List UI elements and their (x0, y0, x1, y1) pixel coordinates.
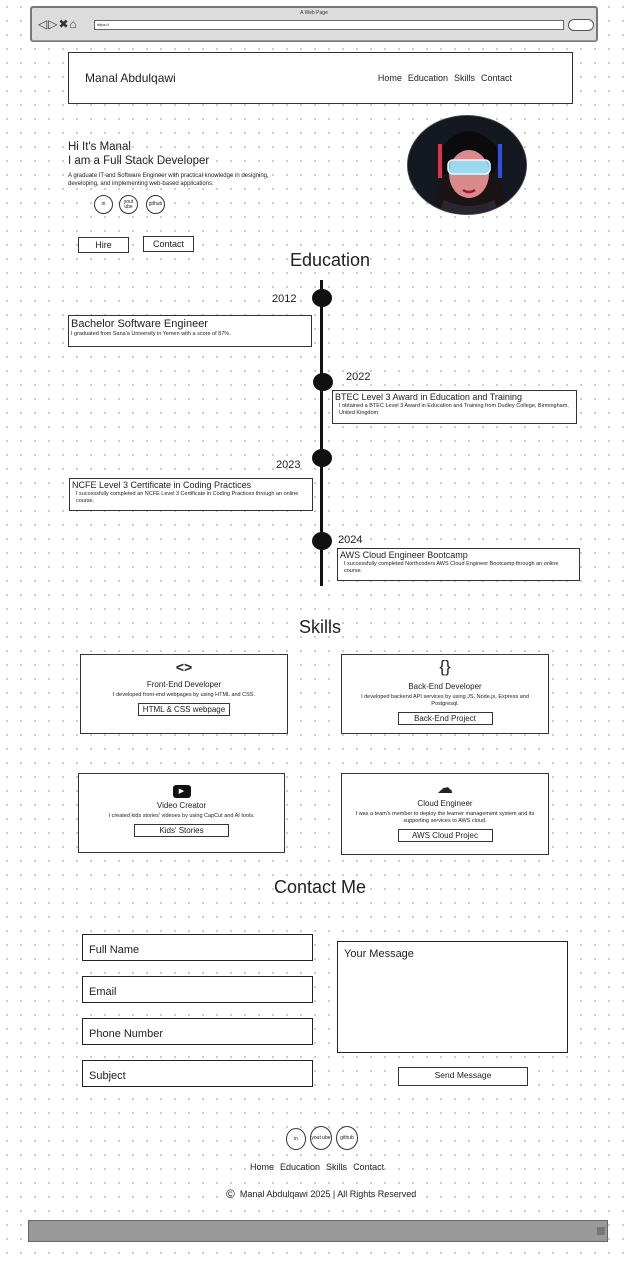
edu-year-2023: 2023 (276, 459, 301, 471)
skill-desc: I developed backend API services by usin… (361, 694, 529, 707)
braces-icon: {} (439, 657, 451, 676)
footer-nav-home[interactable]: Home (250, 1162, 275, 1172)
avatar (407, 115, 527, 215)
skill-card-video: ▶ Video Creator I created kids stories' … (78, 773, 285, 853)
skill-desc: I was a team's member to deploy the lear… (355, 811, 535, 824)
linkedin-icon[interactable]: in (94, 195, 113, 214)
footer-nav-contact[interactable]: Contact (353, 1162, 385, 1172)
youtube-icon: ▶ (79, 780, 284, 798)
footer-nav-skills[interactable]: Skills (326, 1162, 348, 1172)
frontend-project-button[interactable]: HTML & CSS webpage (137, 703, 231, 716)
timeline-dot (312, 289, 332, 307)
brand-name: Manal Abdulqawi (85, 71, 176, 85)
timeline-dot (313, 373, 333, 391)
edu-text: I successfully completed an NCFE Level 3… (76, 491, 299, 504)
youtube-icon[interactable]: yout ube (310, 1126, 332, 1150)
window-title: A Web Page (300, 10, 328, 16)
search-icon[interactable] (568, 19, 594, 31)
skill-name: Video Creator (156, 801, 207, 810)
edu-year-2022: 2022 (346, 371, 371, 383)
chrome-divider (32, 40, 596, 41)
skill-name: Front-End Developer (146, 680, 222, 689)
skill-desc: I created kids stories' videoes by using… (108, 813, 255, 819)
timeline-dot (312, 449, 332, 467)
timeline-dot (312, 532, 332, 550)
edu-title: AWS Cloud Engineer Bootcamp (340, 550, 468, 560)
nav-education[interactable]: Education (407, 73, 448, 83)
edu-title: NCFE Level 3 Certificate in Coding Pract… (72, 480, 252, 490)
linkedin-icon[interactable]: in (286, 1128, 306, 1150)
header-nav: Home Education Skills Contact (378, 73, 512, 83)
browser-window: A Web Page ◁▷✖⌂ https:// (30, 6, 598, 42)
nav-skills[interactable]: Skills (453, 73, 475, 83)
contact-button[interactable]: Contact (143, 236, 194, 252)
copyright-icon: © (226, 1187, 235, 1201)
skill-card-backend: {} Back-End Developer I developed backen… (341, 654, 549, 734)
timeline-line (320, 280, 323, 586)
edu-item-ncfe: NCFE Level 3 Certificate in Coding Pract… (69, 478, 313, 511)
aws-cloud-project-button[interactable]: AWS Cloud Projec (397, 829, 493, 842)
send-message-button[interactable]: Send Message (398, 1067, 528, 1086)
hero-greeting: Hi It's Manal (68, 141, 131, 153)
skills-title: Skills (298, 617, 341, 637)
email-field[interactable]: Email (82, 976, 313, 1003)
skill-name: Cloud Engineer (417, 799, 473, 808)
edu-item-aws: AWS Cloud Engineer Bootcamp I successful… (337, 548, 580, 581)
code-icon: <> (175, 659, 193, 675)
hero-role: I am a Full Stack Developer (68, 155, 210, 167)
full-name-field[interactable]: Full Name (82, 934, 313, 961)
subject-field[interactable]: Subject (82, 1060, 313, 1087)
edu-year-2024: 2024 (338, 534, 363, 546)
copyright: © Manal Abdulqawi 2025 | All Rights Rese… (226, 1187, 416, 1201)
edu-text: I obtained a BTEC Level 3 Award in Educa… (339, 403, 569, 416)
kids-stories-button[interactable]: Kids' Stories (134, 824, 229, 837)
play-glyph: ▶ (172, 785, 191, 798)
edu-text: I graduated from Sana'a University in Ye… (71, 331, 231, 337)
edu-item-bachelor: Bachelor Software Engineer I graduated f… (68, 315, 312, 347)
github-icon[interactable]: github (146, 195, 165, 214)
github-icon[interactable]: github (336, 1126, 358, 1150)
edu-title: Bachelor Software Engineer (71, 318, 208, 330)
skill-card-cloud: ☁ Cloud Engineer I was a team's member t… (341, 773, 549, 855)
education-title: Education (289, 250, 371, 270)
hire-button[interactable]: Hire (78, 237, 129, 253)
copyright-text: Manal Abdulqawi 2025 | All Rights Reserv… (239, 1189, 417, 1199)
scrollbar-thumb[interactable] (597, 1227, 605, 1235)
footer-nav-education[interactable]: Education (280, 1162, 321, 1172)
backend-project-button[interactable]: Back-End Project (397, 712, 493, 725)
edu-year-2012: 2012 (272, 293, 297, 305)
avatar-illustration (408, 116, 526, 214)
cloud-icon: ☁ (437, 780, 453, 797)
edu-title: BTEC Level 3 Award in Education and Trai… (335, 392, 522, 402)
nav-contact[interactable]: Contact (480, 73, 512, 83)
nav-home[interactable]: Home (377, 73, 402, 83)
address-bar[interactable]: https:// (94, 20, 564, 30)
footer-nav: Home Education Skills Contact (250, 1162, 384, 1172)
edu-text: I successfully completed Northcoders AWS… (344, 561, 559, 574)
phone-field[interactable]: Phone Number (82, 1018, 313, 1045)
edu-item-btec: BTEC Level 3 Award in Education and Trai… (332, 390, 577, 424)
skill-card-frontend: <> Front-End Developer I developed front… (80, 654, 288, 734)
site-header: Manal Abdulqawi Home Education Skills Co… (68, 52, 573, 104)
hero-heading: Hi It's Manal I am a Full Stack Develope… (68, 140, 209, 168)
contact-title: Contact Me (273, 877, 367, 897)
hero-description: A graduate IT and Software Engineer with… (68, 173, 269, 187)
browser-nav-icons[interactable]: ◁▷✖⌂ (38, 17, 78, 31)
horizontal-scrollbar[interactable] (28, 1220, 608, 1242)
youtube-icon[interactable]: yout ube (119, 195, 138, 214)
skill-name: Back-End Developer (408, 682, 482, 691)
skill-desc: I developed front-end webpages by using … (113, 692, 255, 698)
message-field[interactable]: Your Message (337, 941, 568, 1053)
